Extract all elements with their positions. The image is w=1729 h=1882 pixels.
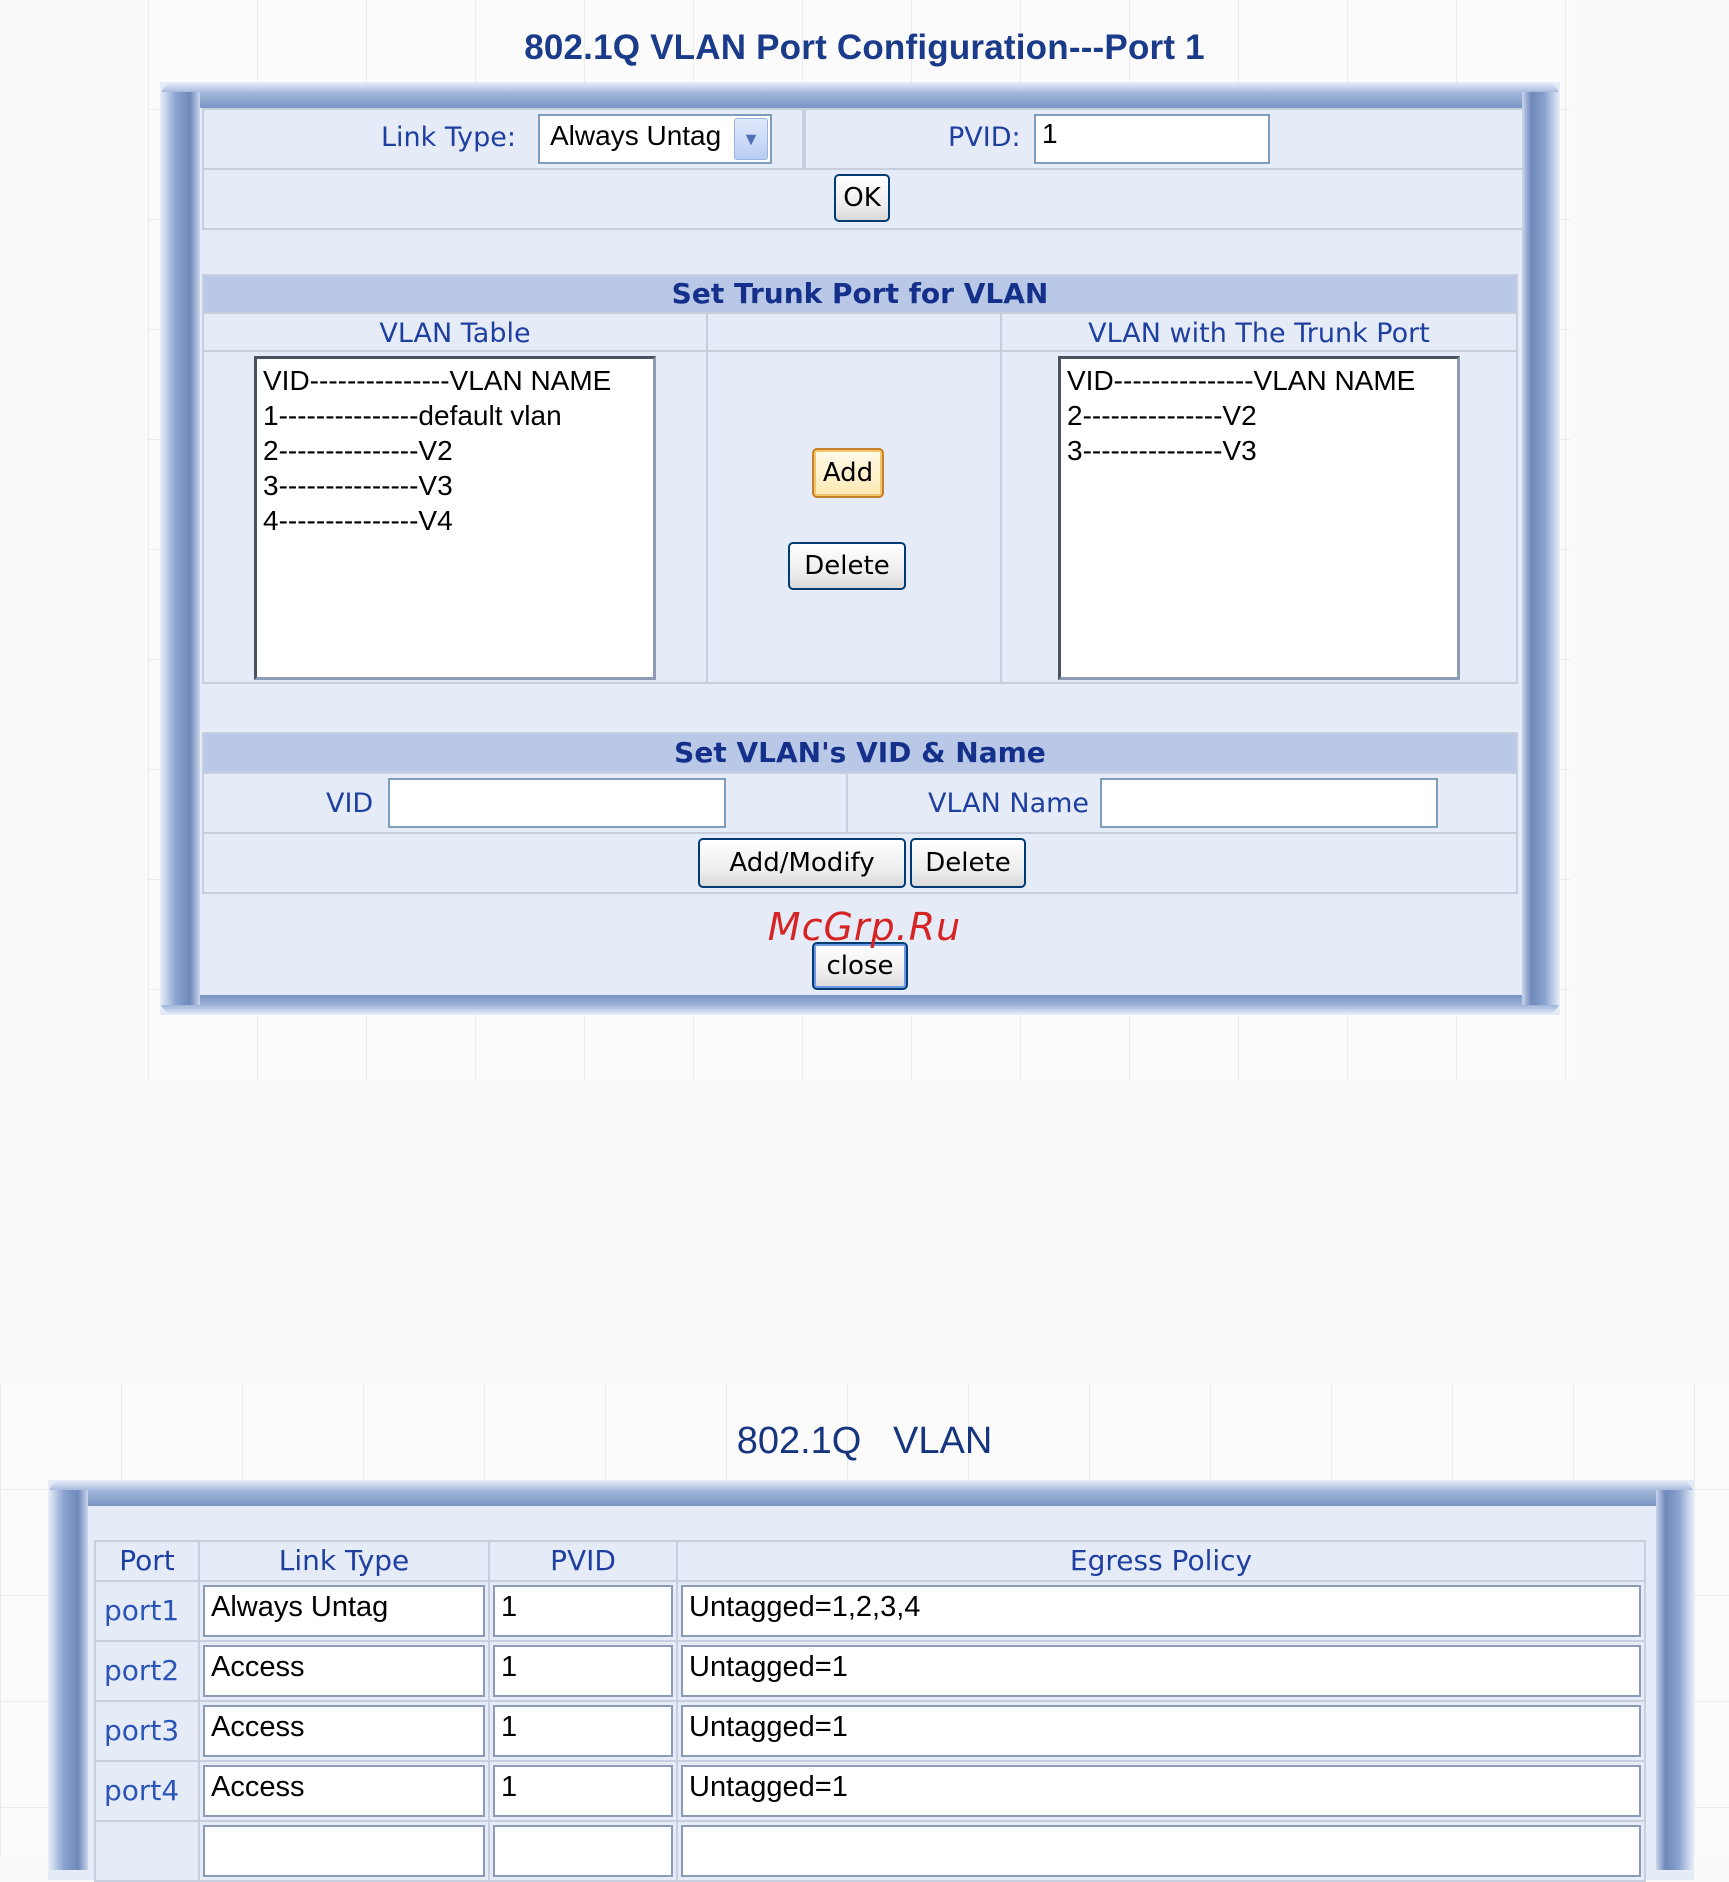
list-item[interactable]: 3---------------V3 xyxy=(1067,435,1257,466)
list-item[interactable]: 3---------------V3 xyxy=(263,470,453,501)
table-row-pvid-cell: 1 xyxy=(488,1580,678,1642)
table-row-port-cell: port3 xyxy=(94,1700,200,1762)
port-link[interactable]: port1 xyxy=(104,1594,180,1627)
table-row-pvid-cell: 1 xyxy=(488,1640,678,1702)
list-item[interactable]: 1---------------default vlan xyxy=(263,400,562,431)
delete-trunk-button[interactable]: Delete xyxy=(788,542,906,590)
link-type-value: Access xyxy=(211,1771,305,1803)
list-item[interactable]: 2---------------V2 xyxy=(1067,400,1257,431)
port-link[interactable]: port4 xyxy=(104,1774,180,1807)
table-row-link-type-cell xyxy=(198,1820,490,1882)
link-type-select[interactable]: Always Untag ▼ xyxy=(538,114,772,164)
egress-value: Untagged=1 xyxy=(689,1771,848,1803)
column-header-port: Port xyxy=(94,1540,200,1582)
link-type-cell: Link Type: Always Untag ▼ xyxy=(202,108,804,170)
vlan-table-header-cell: VLAN Table xyxy=(202,312,708,352)
egress-value: Untagged=1 xyxy=(689,1711,848,1743)
pvid-value: 1 xyxy=(501,1771,518,1803)
list-item[interactable]: 4---------------V4 xyxy=(263,505,453,536)
table-row-link-type-cell: Access xyxy=(198,1700,490,1762)
table-row-link-type-cell: Access xyxy=(198,1760,490,1822)
pvid-label: PVID: xyxy=(948,122,1021,153)
vlan-overview-title: 802.1Q VLAN xyxy=(736,1420,993,1462)
vlan-table-cell: VID---------------VLAN NAME 1-----------… xyxy=(202,350,708,684)
table-row-pvid-cell: 1 xyxy=(488,1760,678,1822)
link-type-value: Always Untag xyxy=(211,1591,389,1623)
column-header-pvid: PVID xyxy=(488,1540,678,1582)
table-row-port-cell: port2 xyxy=(94,1640,200,1702)
list-item[interactable]: VID---------------VLAN NAME xyxy=(263,365,612,396)
column-header-link-type: Link Type xyxy=(198,1540,490,1582)
trunk-port-header: VLAN with The Trunk Port xyxy=(1088,318,1430,349)
table-row-pvid-cell: 1 xyxy=(488,1700,678,1762)
table-row-port-cell: port4 xyxy=(94,1760,200,1822)
list-item[interactable]: 2---------------V2 xyxy=(263,435,453,466)
add-trunk-button[interactable]: Add xyxy=(812,448,884,498)
link-type-value: Access xyxy=(211,1651,305,1683)
vid-cell: VID xyxy=(202,772,848,834)
table-row-port-cell: port1 xyxy=(94,1580,200,1642)
vlan-table-listbox[interactable]: VID---------------VLAN NAME 1-----------… xyxy=(254,356,656,680)
pvid-input[interactable]: 1 xyxy=(1034,114,1270,164)
vlan-table-header: VLAN Table xyxy=(379,318,531,349)
table-row-egress-cell: Untagged=1 xyxy=(676,1640,1646,1702)
chevron-down-icon[interactable]: ▼ xyxy=(734,118,768,160)
page-title: 802.1Q VLAN Port Configuration---Port 1 xyxy=(524,28,1205,67)
table-row-egress-cell: Untagged=1 xyxy=(676,1700,1646,1762)
vid-actions-row: Add/Modify Delete xyxy=(202,832,1518,894)
trunk-port-cell: VID---------------VLAN NAME 2-----------… xyxy=(1000,350,1518,684)
table-row-pvid-cell xyxy=(488,1820,678,1882)
list-item[interactable]: VID---------------VLAN NAME xyxy=(1067,365,1416,396)
trunk-actions-cell: Add Delete xyxy=(706,350,1002,684)
middle-header-cell xyxy=(706,312,1002,352)
egress-value: Untagged=1 xyxy=(689,1651,848,1683)
port-link[interactable]: port3 xyxy=(104,1714,180,1747)
vlan-overview-panel: Port Link Type PVID Egress Policy port1 … xyxy=(48,1480,1694,1882)
table-row-egress-cell xyxy=(676,1820,1646,1882)
table-row-egress-cell: Untagged=1 xyxy=(676,1760,1646,1822)
port-link[interactable]: port2 xyxy=(104,1654,180,1687)
pvid-value: 1 xyxy=(501,1711,518,1743)
link-type-value: Always Untag xyxy=(550,120,722,151)
vlan-name-label: VLAN Name xyxy=(928,788,1090,819)
table-row-link-type-cell: Always Untag xyxy=(198,1580,490,1642)
close-button[interactable]: close xyxy=(812,942,908,990)
trunk-section-heading: Set Trunk Port for VLAN xyxy=(202,274,1518,314)
port-config-panel: Link Type: Always Untag ▼ PVID: 1 OK Set… xyxy=(160,82,1560,1015)
vid-label: VID xyxy=(326,788,374,819)
watermark: McGrp.Ru xyxy=(767,905,962,949)
delete-vlan-button[interactable]: Delete xyxy=(910,838,1026,888)
vid-input[interactable] xyxy=(388,778,726,828)
trunk-port-listbox[interactable]: VID---------------VLAN NAME 2-----------… xyxy=(1058,356,1460,680)
pvid-value: 1 xyxy=(501,1651,518,1683)
vid-section-heading: Set VLAN's VID & Name xyxy=(202,732,1518,774)
ok-button[interactable]: OK xyxy=(834,174,890,222)
vlan-name-cell: VLAN Name xyxy=(846,772,1518,834)
trunk-header-cell: VLAN with The Trunk Port xyxy=(1000,312,1518,352)
pvid-cell: PVID: 1 xyxy=(804,108,1524,170)
egress-value: Untagged=1,2,3,4 xyxy=(689,1591,921,1623)
column-header-egress-policy: Egress Policy xyxy=(676,1540,1646,1582)
ok-row: OK xyxy=(202,168,1524,230)
add-modify-button[interactable]: Add/Modify xyxy=(698,838,906,888)
table-row-link-type-cell: Access xyxy=(198,1640,490,1702)
vlan-name-input[interactable] xyxy=(1100,778,1438,828)
link-type-value: Access xyxy=(211,1711,305,1743)
table-row-egress-cell: Untagged=1,2,3,4 xyxy=(676,1580,1646,1642)
table-row-port-cell xyxy=(94,1820,200,1882)
link-type-label: Link Type: xyxy=(381,122,516,153)
pvid-value: 1 xyxy=(501,1591,518,1623)
